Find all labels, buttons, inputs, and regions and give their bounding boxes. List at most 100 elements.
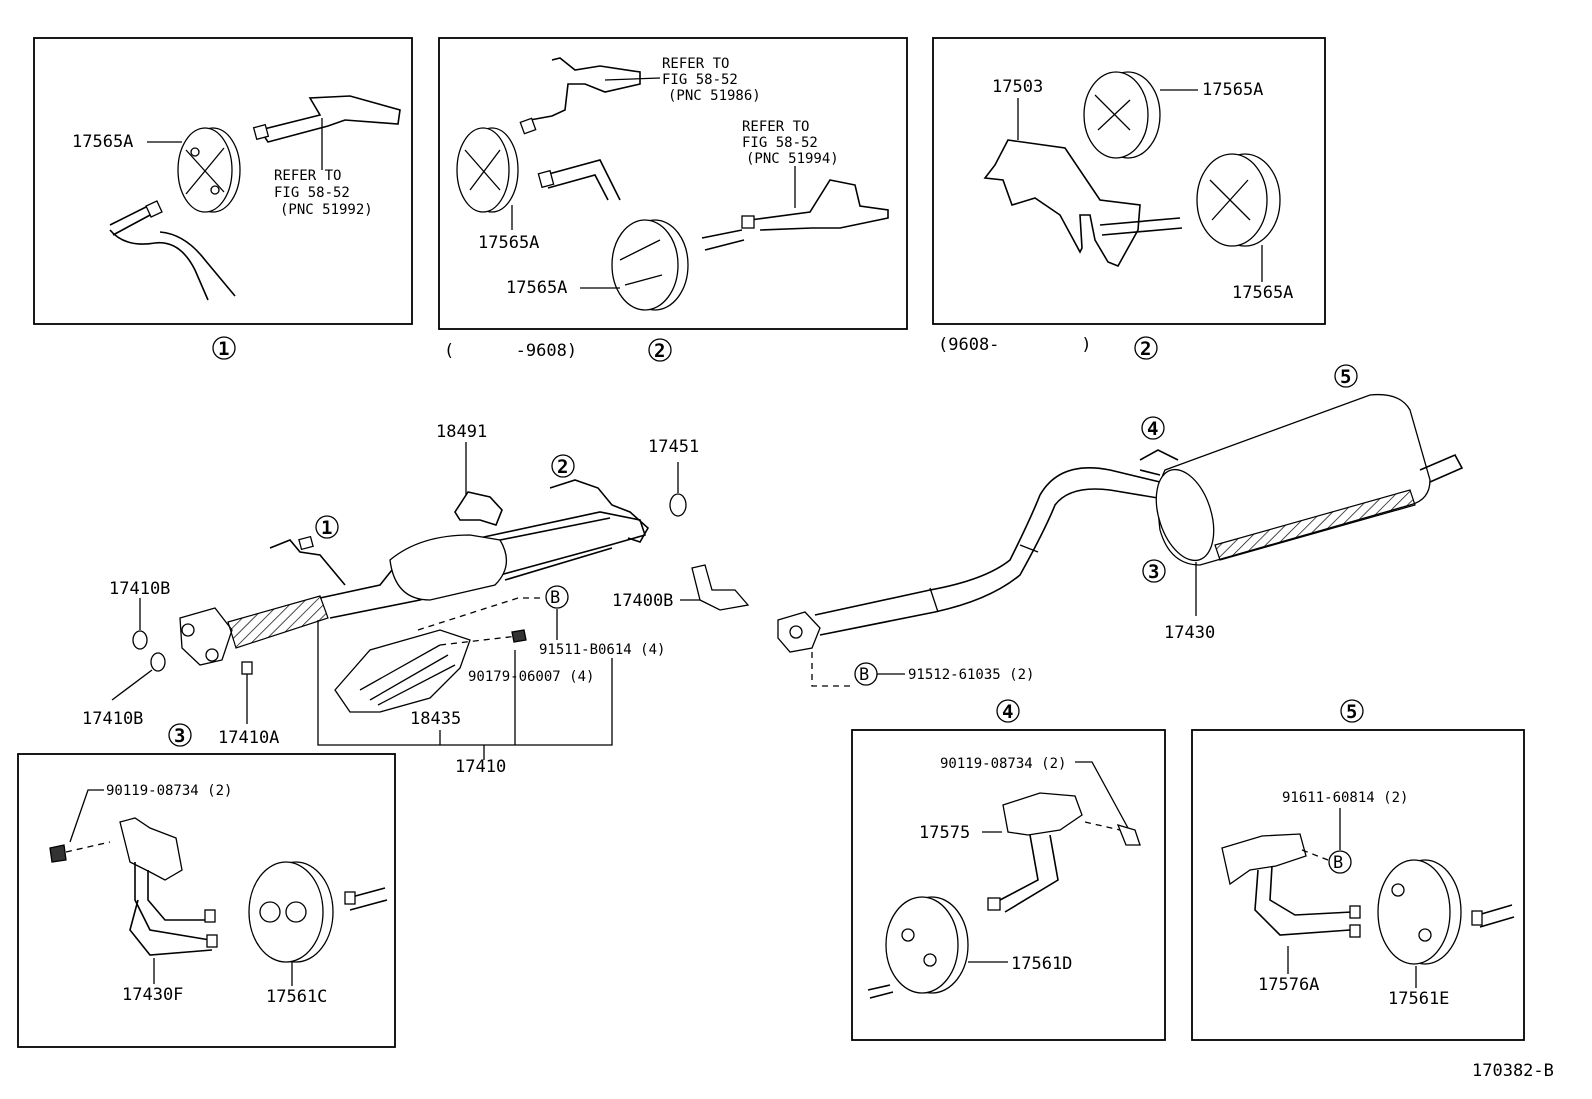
label-17561E: 17561E [1388,989,1449,1009]
label-17503: 17503 [992,77,1043,97]
flange-icon [179,607,233,666]
label-17561D: 17561D [1011,954,1072,974]
bolt-ref-B: B [859,665,869,685]
diagram-id: 170382-B [1472,1061,1554,1081]
label-17565A: 17565A [506,278,567,298]
label-17410B: 17410B [82,709,143,729]
rubber-hanger-icon [611,219,689,311]
inset-2a-frame [438,37,908,330]
rubber-hanger-icon [1083,71,1161,159]
label-17565A: 17565A [478,233,539,253]
bolt-icon [1116,823,1141,846]
bracket-17575-icon [1002,792,1083,836]
bracket-18491-icon [454,491,503,526]
label-18491: 18491 [436,422,487,442]
label-17451: 17451 [648,437,699,457]
callout-circle [1134,336,1158,360]
bracket-17576A-icon [1221,833,1307,886]
rubber-hanger-icon [248,861,334,963]
ref-b-line-3: (PNC 51994) [746,151,839,167]
ref-line-1: REFER TO [274,168,341,184]
inset-5-bolt: 91611-60814 (2) [1282,790,1408,806]
ring-17410B-icon [132,630,148,650]
inset-2-late: 17503 17565A 17565A (9608- ) 2 [932,37,1326,360]
label-17410A: 17410A [218,728,279,748]
label-17575: 17575 [919,823,970,843]
rubber-hanger-icon [1196,153,1281,247]
label-17410: 17410 [455,757,506,777]
inset-1-callout: 1 [218,338,229,360]
bracket-17503-icon [983,139,1141,268]
callout-3: 3 [1148,561,1159,583]
inset-3-bolt: 90119-08734 (2) [106,783,232,799]
inset-2b-frame [932,37,1326,325]
ref-b-line-2: FIG 58-52 [742,135,818,151]
bracket-icon [529,57,641,121]
ref-b-line-1: REFER TO [742,119,809,135]
inset-2-early: REFER TO FIG 58-52 (PNC 51986) REFER TO … [438,37,908,362]
hanger-pipe-icon [109,204,236,301]
inset-2a-callout: 2 [654,340,665,362]
inset-1-frame [33,37,413,325]
bolt-icon [49,844,67,863]
label-17576A: 17576A [1258,975,1319,995]
callout-1: 1 [321,517,332,539]
inset-3: 90119-08734 (2) 17430F 17561C [17,753,396,1048]
rubber-hanger-icon [885,896,969,994]
catalytic-converter-icon [389,534,507,601]
bracket-arm-icon [1099,217,1183,236]
bracket-icon [258,95,401,143]
inset-2a-range: ( -9608) [444,341,577,361]
rubber-hanger-icon [177,127,241,213]
tail-pipe-assembly: B 91512-61035 (2) 4 5 3 17430 [777,364,1464,687]
label-91511: 91511-B0614 (4) [539,642,665,658]
bracket-icon [749,179,889,231]
callout-4: 4 [1147,418,1158,440]
inset-4-callout: 4 [1002,701,1013,723]
ref-a-line-3: (PNC 51986) [668,88,761,104]
pipe-stub-icon [1477,904,1515,928]
flex-pipe-icon [227,595,329,649]
pipe-stub-icon [544,159,621,201]
callout-2: 2 [557,456,568,478]
label-17565A: 17565A [72,132,133,152]
label-17410B: 17410B [109,579,170,599]
callout-circle [212,336,236,360]
tail-pipe-icon [814,467,1161,616]
bolt-ref-B: B [1333,853,1343,873]
ref-line-3: (PNC 51992) [280,202,373,218]
bracket-17400B-icon [691,564,750,611]
pipe-stub-icon [701,229,745,251]
inset-4-bolt: 90119-08734 (2) [940,756,1066,772]
inset-5: 5 B 91611-60814 (2) 17576A 17561E [1191,699,1525,1041]
nut-17410A-icon [241,661,253,675]
inset-5-frame [1191,729,1525,1041]
label-17565A: 17565A [1202,80,1263,100]
rubber-hanger-icon [456,127,519,213]
label-17430: 17430 [1164,623,1215,643]
bolt-ref-B: B [550,588,560,608]
label-17430F: 17430F [122,985,183,1005]
inset-5-callout: 5 [1346,701,1357,723]
gasket-17451-icon [669,493,687,517]
ring-17410B-icon [150,652,166,672]
inset-4-frame [851,729,1166,1041]
label-91512: 91512-61035 (2) [908,667,1034,683]
ref-line-2: FIG 58-52 [274,185,350,201]
inset-4: 4 90119-08734 (2) 17575 17561D [851,699,1166,1041]
nut-90179-icon [511,629,527,643]
inset-3-frame [17,753,396,1048]
label-90179: 90179-06007 (4) [468,669,594,685]
label-17561C: 17561C [266,987,327,1007]
label-18435: 18435 [410,709,461,729]
inset-1: 17565A REFER TO FIG 58-52 (PNC 51992) 1 [33,37,413,360]
label-17565A: 17565A [1232,283,1293,303]
ref-a-line-1: REFER TO [662,56,729,72]
callout-5: 5 [1340,366,1351,388]
pipe-stub-icon [867,984,894,999]
heat-shield-icon [334,629,471,713]
bracket-17430F-icon [119,817,183,881]
ref-a-line-2: FIG 58-52 [662,72,738,88]
inset-2b-range: (9608- ) [938,335,1092,355]
